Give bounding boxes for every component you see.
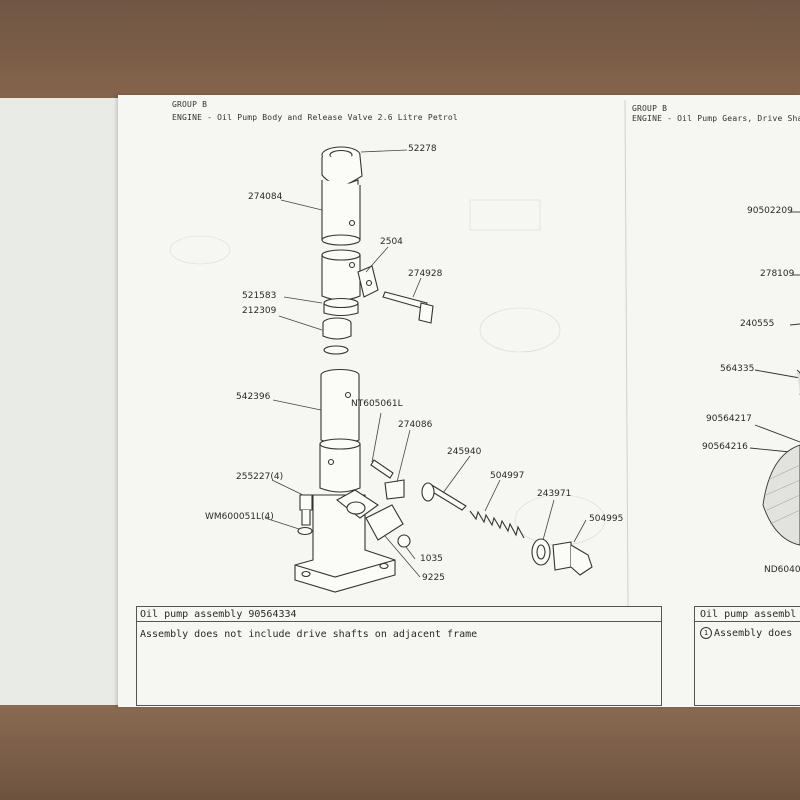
- bleed-through-shapes: [169, 199, 606, 546]
- label-212309: 212309: [242, 306, 277, 316]
- left-caption-box: [136, 606, 662, 706]
- background-top: [0, 0, 800, 100]
- right-page-artwork: [749, 211, 800, 546]
- left-caption-line1: Oil pump assembly 90564334: [140, 609, 297, 620]
- part-274086-shape: [384, 479, 405, 500]
- label-278109: 278109: [760, 269, 795, 279]
- part-243971-bore: [536, 544, 546, 560]
- part-274928-head: [418, 302, 434, 324]
- right-caption-box: [694, 606, 800, 706]
- part-9225-shape: [365, 504, 404, 541]
- label-542396: 542396: [236, 392, 271, 402]
- right-gear-shape: [762, 444, 800, 546]
- part-274084-shape: [321, 180, 361, 245]
- label-274084: 274084: [248, 192, 283, 202]
- part-255227-shaft: [301, 510, 311, 526]
- label-240555: 240555: [740, 319, 775, 329]
- right-header-title: ENGINE - Oil Pump Gears, Drive Shaf: [632, 114, 800, 123]
- left-caption-line2: Assembly does not include drive shafts o…: [140, 629, 478, 640]
- tube-port-2: [348, 261, 356, 269]
- label-9225: 9225: [422, 573, 445, 583]
- background-bottom: [0, 705, 800, 800]
- label-WM600051L: WM600051L(4): [205, 512, 274, 522]
- label-564335: 564335: [720, 364, 755, 374]
- label-274928: 274928: [408, 269, 443, 279]
- base-hole-1: [301, 570, 311, 578]
- label-90502209: 90502209: [747, 206, 793, 216]
- label-1035: 1035: [420, 554, 443, 564]
- label-274086: 274086: [398, 420, 433, 430]
- part-504995-shape: [552, 541, 572, 571]
- tube-section-2-top: [321, 249, 361, 261]
- label-90564217: 90564217: [706, 414, 752, 424]
- pump-small-parts: [297, 265, 593, 576]
- label-504997: 504997: [490, 471, 525, 481]
- tube-port-4: [327, 458, 335, 466]
- part-1035-shape: [397, 534, 411, 548]
- leader-lines: [264, 149, 587, 578]
- right-header-group: GROUP B: [632, 104, 668, 113]
- left-header-title: ENGINE - Oil Pump Body and Release Valve…: [172, 113, 458, 122]
- part-542396-shape: [320, 375, 360, 445]
- tube-port: [348, 219, 356, 227]
- left-header-group: GROUP B: [172, 100, 208, 109]
- valve-bore: [346, 501, 366, 515]
- right-caption-line2-text: Assembly does: [714, 628, 793, 639]
- tube-section-2: [321, 255, 361, 301]
- part-274928-shape: [382, 291, 428, 310]
- label-243971: 243971: [537, 489, 572, 499]
- part-NT605061L-shape: [370, 459, 394, 479]
- label-255227: 255227(4): [236, 472, 284, 482]
- label-90564216: 90564216: [702, 442, 748, 452]
- seal-ring: [323, 345, 349, 355]
- part-2504-hole: [365, 279, 373, 287]
- label-504995: 504995: [589, 514, 624, 524]
- tube-port-3: [344, 391, 352, 399]
- part-WM600051L-shape: [297, 526, 313, 536]
- label-245940: 245940: [447, 447, 482, 457]
- part-212309-body: [322, 323, 352, 340]
- part-521583-top: [323, 297, 359, 309]
- part-504997-spring: [469, 510, 525, 539]
- base-hole-2: [379, 562, 389, 570]
- catalog-page: [118, 95, 800, 707]
- right-gear-hatch: [765, 464, 800, 525]
- caption-divider: [137, 621, 661, 622]
- part-245940-head: [421, 482, 435, 502]
- pump-column: [294, 146, 396, 593]
- tube-lower-section: [319, 444, 361, 493]
- part-504995-cap: [570, 544, 593, 576]
- label-NT605061L: NT605061L: [351, 399, 403, 409]
- label-52278: 52278: [408, 144, 437, 154]
- base-edge: [294, 559, 396, 578]
- part-255227-head: [299, 494, 313, 511]
- right-caption-line1: Oil pump assembl: [700, 609, 797, 620]
- note-marker-icon: 1: [700, 627, 712, 639]
- page-divider: [624, 99, 629, 607]
- label-ND6040: ND6040: [764, 565, 800, 575]
- part-274084-end: [321, 234, 361, 246]
- label-2504: 2504: [380, 237, 403, 247]
- right-caption-divider: [695, 621, 800, 622]
- tube-lower-top: [319, 438, 361, 450]
- label-521583: 521583: [242, 291, 277, 301]
